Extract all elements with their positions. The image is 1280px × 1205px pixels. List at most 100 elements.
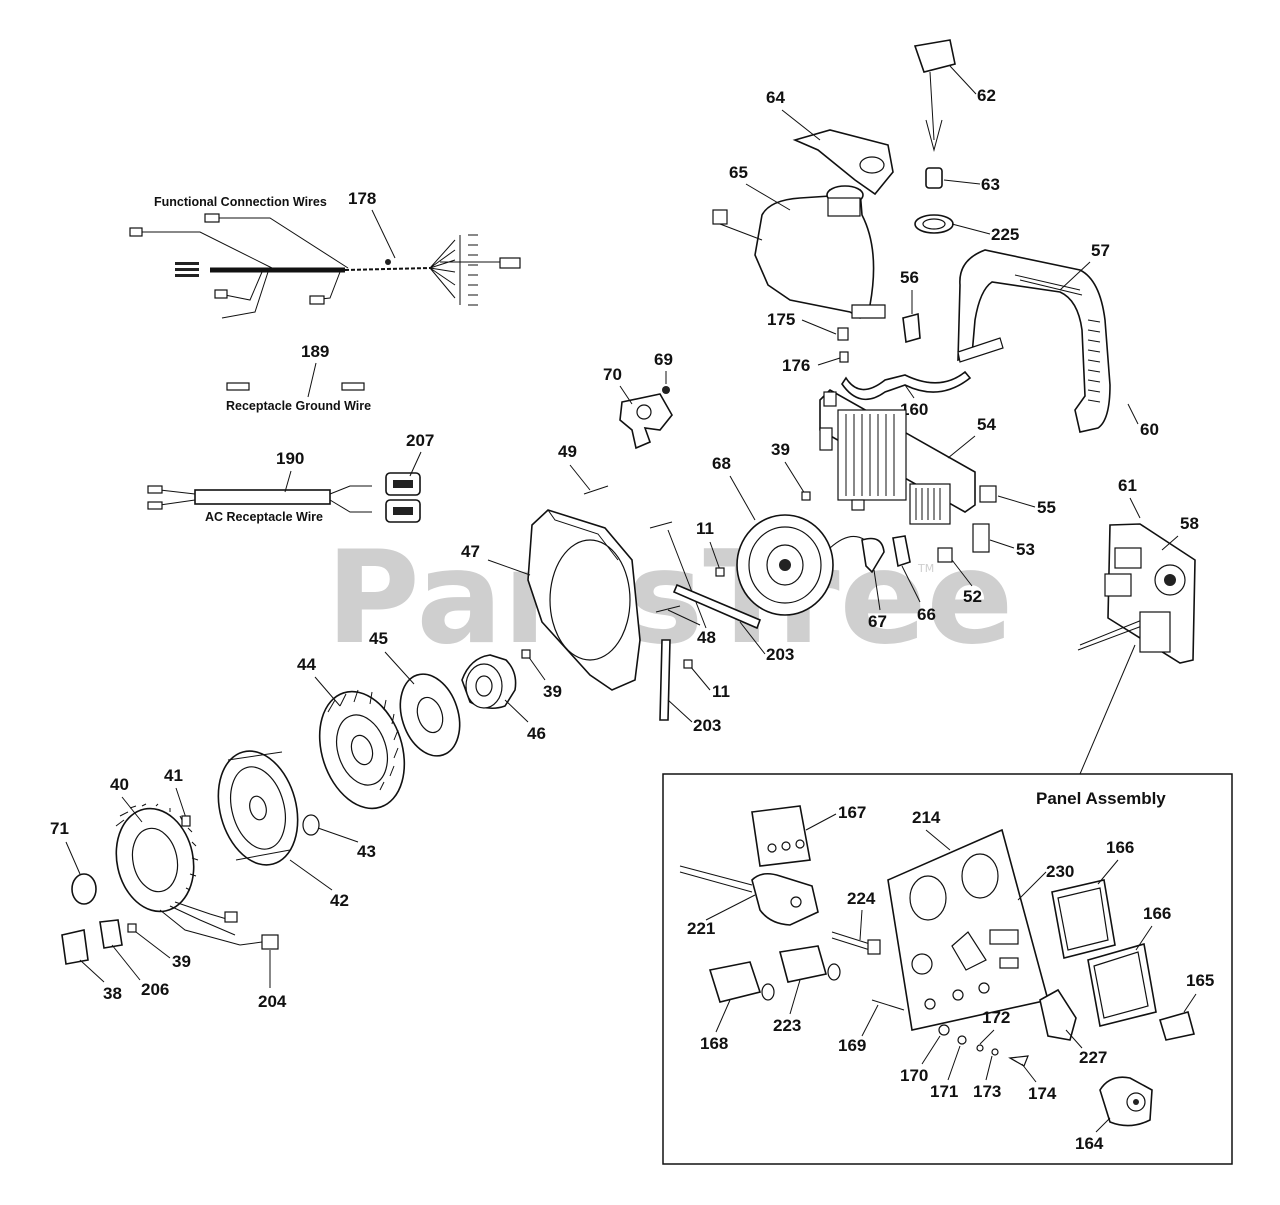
- screw-39-middle: [521, 649, 531, 659]
- inverter-module-drawing: [819, 389, 976, 525]
- callout-63: 63: [981, 175, 1000, 194]
- screw-11-top: [715, 567, 725, 577]
- callout-221: 221: [687, 919, 715, 938]
- watermark-trademark: TM: [917, 562, 934, 575]
- fuel-tank-drawing: [712, 185, 886, 320]
- functional-connection-wires-drawing: [129, 213, 521, 319]
- receptacle-ground-wire-caption: Receptacle Ground Wire: [226, 399, 371, 413]
- callout-39c: 39: [172, 952, 191, 971]
- screw-39-top: [801, 491, 811, 501]
- callout-225: 225: [991, 225, 1019, 244]
- callout-166b: 166: [1143, 904, 1171, 923]
- callout-223: 223: [773, 1016, 801, 1035]
- callout-46: 46: [527, 724, 546, 743]
- outlet-167-drawing: [751, 805, 811, 867]
- callout-166a: 166: [1106, 838, 1134, 857]
- callout-60: 60: [1140, 420, 1159, 439]
- rotor-hub-46-drawing: [461, 654, 517, 710]
- callout-164: 164: [1075, 1134, 1104, 1153]
- stator-40-drawing: [115, 803, 279, 950]
- dc-outlet-164-drawing: [1099, 1076, 1153, 1127]
- callout-49: 49: [558, 442, 577, 461]
- callout-176: 176: [782, 356, 810, 375]
- receptacle-221-drawing: [679, 865, 819, 926]
- callout-230: 230: [1046, 862, 1074, 881]
- callout-204: 204: [258, 992, 287, 1011]
- callout-45: 45: [369, 629, 388, 648]
- recoil-starter-68-drawing: [736, 514, 911, 616]
- fuel-cap-drawing: [913, 39, 956, 234]
- grommet-71-drawing: [71, 873, 97, 905]
- callout-170: 170: [900, 1066, 928, 1085]
- callout-55: 55: [1037, 498, 1056, 517]
- covers-166-drawing: [1051, 879, 1157, 1027]
- screw-41: [181, 815, 191, 827]
- callout-168: 168: [700, 1034, 728, 1053]
- switches-168-223-drawing: [708, 945, 841, 1003]
- callout-66: 66: [917, 605, 936, 624]
- callout-11a: 11: [696, 519, 714, 538]
- callout-61: 61: [1118, 476, 1137, 495]
- callout-38: 38: [103, 984, 122, 1003]
- callout-178: 178: [348, 189, 376, 208]
- fan-44-drawing: [318, 689, 406, 810]
- callout-68: 68: [712, 454, 731, 473]
- callout-165: 165: [1186, 971, 1214, 990]
- faceplate-214-drawing: [887, 828, 1049, 1031]
- callout-71: 71: [50, 819, 69, 838]
- callout-41: 41: [164, 766, 183, 785]
- frame-handle-drawing: [957, 249, 1111, 433]
- washer-43-drawing: [302, 814, 320, 836]
- callout-160: 160: [900, 400, 928, 419]
- callout-65: 65: [729, 163, 748, 182]
- ac-receptacle-wire-caption: AC Receptacle Wire: [205, 510, 323, 524]
- functional-connection-wires-caption: Functional Connection Wires: [154, 195, 327, 209]
- breaker-165-drawing: [1159, 1011, 1195, 1041]
- screw-11-bottom: [683, 659, 693, 669]
- callout-189: 189: [301, 342, 329, 361]
- callout-64: 64: [766, 88, 785, 107]
- panel-assembly-box: [662, 773, 1233, 1165]
- callout-39b: 39: [543, 682, 562, 701]
- clips-38-206-drawing: [61, 919, 137, 965]
- callout-173: 173: [973, 1082, 1001, 1101]
- fuel-tank-cover-drawing: [792, 129, 894, 196]
- callout-175: 175: [767, 310, 795, 329]
- gaskets-203-drawing: [659, 583, 762, 721]
- callout-203b: 203: [693, 716, 721, 735]
- callout-42: 42: [330, 891, 349, 910]
- hardware-169-174-drawing: [871, 999, 1029, 1067]
- callout-62: 62: [977, 86, 996, 105]
- callout-174: 174: [1028, 1084, 1057, 1103]
- callout-171: 171: [930, 1082, 958, 1101]
- callout-67: 67: [868, 612, 887, 631]
- callout-224: 224: [847, 889, 876, 908]
- callout-190: 190: [276, 449, 304, 468]
- callout-207: 207: [406, 431, 434, 450]
- receptacle-ground-wire-drawing: [226, 382, 365, 391]
- callout-43: 43: [357, 842, 376, 861]
- callout-11b: 11: [712, 682, 730, 701]
- thermal-switch-70-drawing: [619, 386, 673, 450]
- flywheel-42-drawing: [217, 750, 299, 866]
- switch-224-drawing: [831, 931, 881, 955]
- parts-55-53-52-drawing: [937, 485, 997, 563]
- panel-assembly-title: Panel Assembly: [1036, 789, 1166, 808]
- callout-70: 70: [603, 365, 622, 384]
- bolt-49: [583, 485, 609, 495]
- callout-58: 58: [1180, 514, 1199, 533]
- callout-206: 206: [141, 980, 169, 999]
- callout-167: 167: [838, 803, 866, 822]
- callout-57: 57: [1091, 241, 1110, 260]
- callout-214: 214: [912, 808, 941, 827]
- callout-53: 53: [1016, 540, 1035, 559]
- callout-44: 44: [297, 655, 316, 674]
- callout-52: 52: [963, 587, 982, 606]
- callout-69: 69: [654, 350, 673, 369]
- callout-39a: 39: [771, 440, 790, 459]
- callout-48: 48: [697, 628, 716, 647]
- fuel-line-drawing: [837, 327, 972, 401]
- fan-housing-47-drawing: [527, 509, 641, 691]
- callout-227: 227: [1079, 1048, 1107, 1067]
